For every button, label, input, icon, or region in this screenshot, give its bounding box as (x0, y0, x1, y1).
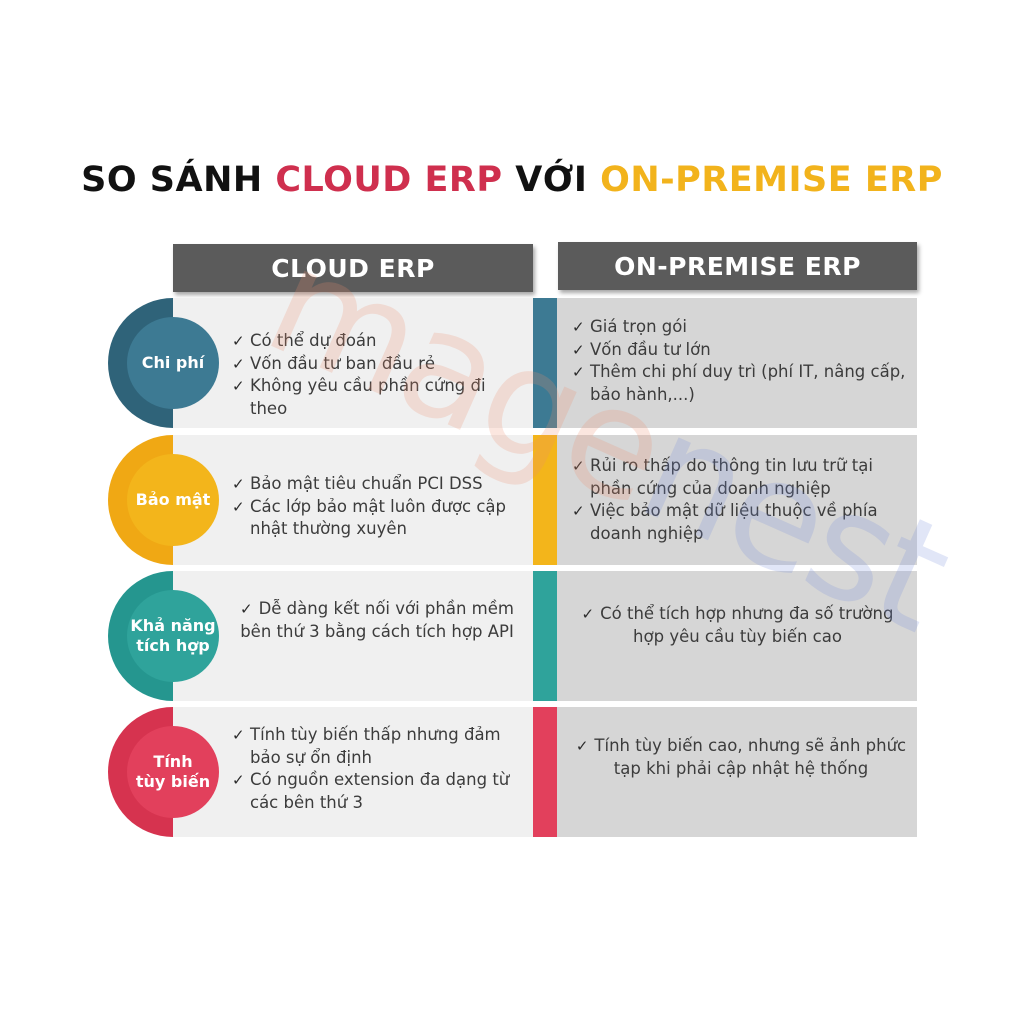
list-item: ✓Bảo mật tiêu chuẩn PCI DSS (232, 473, 522, 496)
row-color-bar (533, 435, 557, 565)
check-icon: ✓ (575, 737, 589, 755)
list-item: ✓Việc bảo mật dữ liệu thuộc về phía doan… (572, 501, 878, 543)
cloud-list: ✓Dễ dàng kết nối với phần mềm bên thứ 3 … (232, 598, 522, 643)
check-icon: ✓ (572, 363, 585, 381)
list-item: ✓Thêm chi phí duy trì (phí IT, nâng cấp,… (572, 362, 906, 404)
list-item: ✓Giá trọn gói (572, 316, 907, 339)
comparison-row-security: Bảo mật ✓Bảo mật tiêu chuẩn PCI DSS ✓Các… (0, 435, 1024, 565)
cloud-cell (173, 707, 533, 837)
row-label-line-1: Tính (153, 752, 193, 771)
list-item: ✓Không yêu cầu phần cứng đi theo (232, 376, 486, 418)
cloud-list: ✓Tính tùy biến thấp nhưng đảm bảo sự ổn … (232, 724, 522, 814)
cloud-cell (173, 435, 533, 565)
check-icon: ✓ (232, 726, 245, 744)
check-icon: ✓ (232, 475, 245, 493)
check-icon: ✓ (572, 502, 585, 520)
onprem-list: ✓Tính tùy biến cao, nhưng sẽ ảnh phức tạ… (572, 735, 910, 780)
check-icon: ✓ (572, 340, 585, 359)
check-icon: ✓ (572, 318, 585, 336)
row-color-bar (533, 707, 557, 837)
row-color-bar (533, 571, 557, 701)
row-label-circle: Chi phí (127, 317, 219, 409)
list-item: ✓Vốn đầu tư ban đầu rẻ (232, 353, 522, 376)
list-item: ✓Có thể tích hợp nhưng đa số trường hợp … (581, 604, 894, 646)
check-icon: ✓ (232, 497, 245, 516)
comparison-row-cost: Chi phí ✓Có thể dự đoán ✓Vốn đầu tư ban … (0, 298, 1024, 428)
onprem-list: ✓Giá trọn gói ✓Vốn đầu tư lớn ✓Thêm chi … (572, 316, 907, 406)
check-icon: ✓ (232, 332, 245, 350)
title-part-onprem: ON-PREMISE ERP (600, 160, 943, 200)
list-item: ✓Rủi ro thấp do thông tin lưu trữ tại ph… (572, 456, 873, 498)
list-item: ✓Có thể dự đoán (232, 330, 522, 353)
row-label: Bảo mật (135, 490, 211, 509)
cloud-list: ✓Có thể dự đoán ✓Vốn đầu tư ban đầu rẻ ✓… (232, 330, 522, 420)
list-item: ✓Có nguồn extension đa dạng từ các bên t… (232, 770, 510, 812)
cloud-cell (173, 571, 533, 701)
onprem-cell (557, 435, 917, 565)
check-icon: ✓ (232, 377, 245, 395)
column-header-onprem: ON-PREMISE ERP (558, 242, 917, 290)
row-color-bar (533, 298, 557, 428)
title-part-1: SO SÁNH (81, 160, 276, 200)
row-label-line-1: Khả năng (130, 616, 216, 635)
check-icon: ✓ (232, 771, 245, 789)
onprem-cell (557, 298, 917, 428)
column-header-cloud: CLOUD ERP (173, 244, 533, 292)
cloud-cell (173, 298, 533, 428)
list-item: ✓Vốn đầu tư lớn (572, 339, 907, 362)
onprem-cell (557, 571, 917, 701)
row-label: Chi phí (141, 353, 205, 372)
list-item: ✓Dễ dàng kết nối với phần mềm bên thứ 3 … (240, 599, 514, 641)
onprem-list: ✓Rủi ro thấp do thông tin lưu trữ tại ph… (572, 455, 907, 545)
row-label-line-2: tùy biến (135, 772, 211, 791)
check-icon: ✓ (232, 354, 245, 373)
list-item: ✓Tính tùy biến cao, nhưng sẽ ảnh phức tạ… (575, 736, 907, 778)
row-label-circle: Bảo mật (127, 454, 219, 546)
list-item: ✓Tính tùy biến thấp nhưng đảm bảo sự ổn … (232, 725, 501, 767)
page-title: SO SÁNH CLOUD ERP VỚI ON-PREMISE ERP (0, 160, 1024, 200)
list-item: ✓Các lớp bảo mật luôn được cập nhật thườ… (232, 496, 507, 539)
cloud-list: ✓Bảo mật tiêu chuẩn PCI DSS ✓Các lớp bảo… (232, 473, 522, 541)
check-icon: ✓ (572, 457, 585, 475)
onprem-cell (557, 707, 917, 837)
onprem-list: ✓Có thể tích hợp nhưng đa số trường hợp … (570, 603, 905, 648)
check-icon: ✓ (240, 600, 253, 618)
row-label-line-2: tích hợp (136, 636, 210, 655)
title-part-cloud: CLOUD ERP (275, 160, 503, 200)
title-part-3: VỚI (502, 160, 601, 200)
check-icon: ✓ (581, 605, 595, 623)
